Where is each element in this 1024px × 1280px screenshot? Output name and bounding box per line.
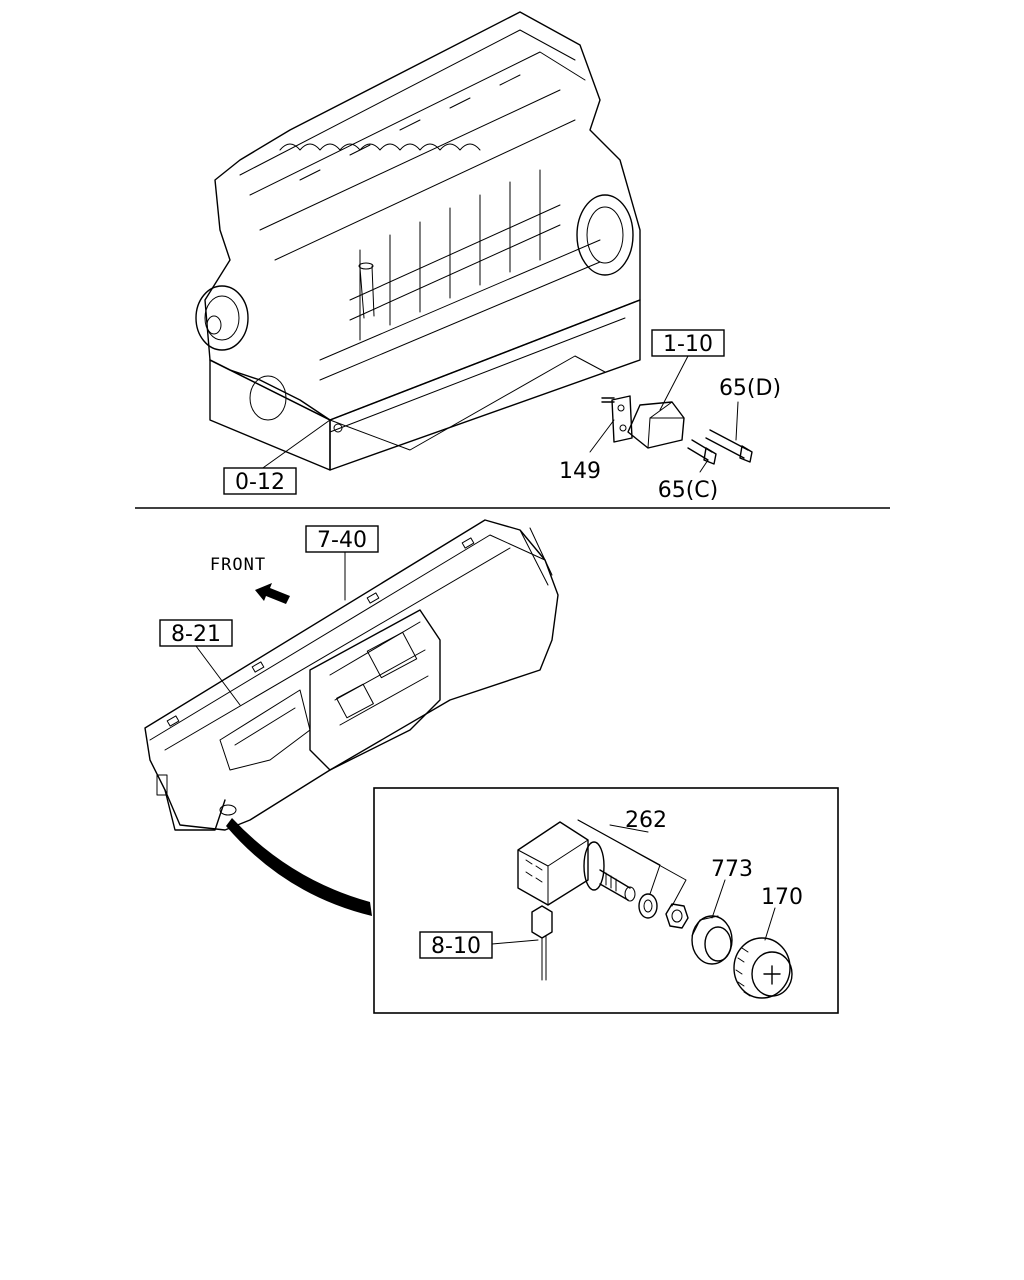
callout-0-12: 0-12 bbox=[223, 467, 297, 495]
mount-bracket bbox=[601, 395, 685, 449]
inset-pointer bbox=[226, 818, 372, 916]
front-arrow-icon bbox=[255, 583, 290, 604]
callout-170-text: 170 bbox=[761, 885, 803, 910]
hex-nut bbox=[665, 903, 689, 929]
callout-262-text: 262 bbox=[625, 808, 667, 833]
callout-0-12-text: 0-12 bbox=[235, 470, 285, 495]
detail-inset-frame bbox=[373, 787, 839, 1014]
harness-connector bbox=[531, 905, 553, 981]
part-170-knob bbox=[733, 937, 793, 999]
callout-7-40-text: 7-40 bbox=[317, 528, 367, 553]
callout-149-text: 149 bbox=[559, 459, 601, 484]
callout-8-10: 8-10 bbox=[419, 931, 493, 959]
callout-8-21-text: 8-21 bbox=[171, 622, 221, 647]
engine-illustration bbox=[195, 11, 641, 471]
washer bbox=[638, 893, 658, 919]
callout-7-40: 7-40 bbox=[305, 525, 379, 553]
front-label: FRONT bbox=[210, 555, 266, 575]
callout-1-10: 1-10 bbox=[651, 329, 725, 357]
switch-body bbox=[517, 821, 636, 906]
callout-8-21: 8-21 bbox=[159, 619, 233, 647]
callout-1-10-text: 1-10 bbox=[663, 332, 713, 357]
callout-773-text: 773 bbox=[711, 857, 753, 882]
bolt-65c bbox=[687, 439, 717, 465]
callout-65d-text: 65(D) bbox=[719, 376, 781, 401]
bolt-65d bbox=[705, 429, 753, 463]
callout-8-10-text: 8-10 bbox=[431, 934, 481, 959]
dashboard-illustration bbox=[144, 519, 559, 831]
callout-65c-text: 65(C) bbox=[658, 478, 719, 503]
